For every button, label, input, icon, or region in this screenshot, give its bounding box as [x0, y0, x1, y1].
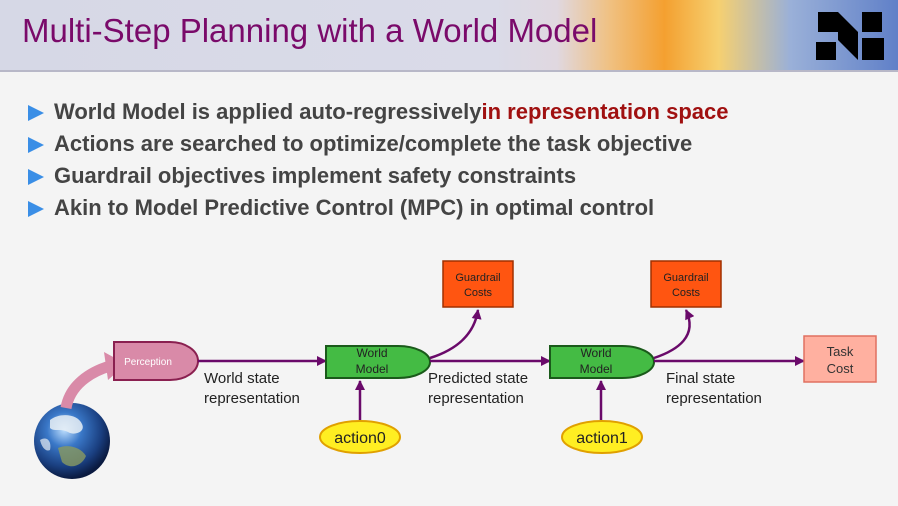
earth-to-perception-arrow: [60, 360, 112, 410]
bullet-marker-icon: [28, 169, 44, 185]
edge-world-model-2-to-guardrail-2: [653, 309, 695, 360]
bullet-marker-icon: [28, 105, 44, 121]
svg-text:Final state: Final state: [666, 370, 735, 387]
guardrail-1-label-line2: Costs: [464, 287, 493, 299]
edge-label-predicted-state: Predicted state representation: [428, 370, 528, 407]
bullet-text: Guardrail objectives implement safety co…: [54, 163, 577, 188]
edge-label-world-state: World state representation: [204, 370, 300, 407]
action1-node: action1: [561, 420, 643, 454]
bullet-highlight: in representation space: [481, 99, 729, 124]
guardrail-1-label-line1: Guardrail: [455, 272, 500, 284]
slide-header: Multi-Step Planning with a World Model: [0, 0, 898, 72]
task-cost-label-line2: Cost: [827, 361, 854, 376]
bullet-text: Actions are searched to optimize/complet…: [54, 131, 693, 156]
svg-text:representation: representation: [666, 390, 762, 407]
action0-node: action0: [319, 420, 401, 454]
guardrail-2-label-line1: Guardrail: [663, 272, 708, 284]
perception-label: Perception: [124, 357, 172, 368]
world-model-2-label-line1: World: [580, 346, 611, 360]
edge-world-model-1-to-guardrail-1: [429, 309, 482, 360]
bullet-item: World Model is applied auto-regressively…: [28, 96, 728, 128]
bullet-marker-icon: [28, 201, 44, 217]
slide-title: Multi-Step Planning with a World Model: [22, 12, 598, 49]
world-model-2-label-line2: Model: [580, 362, 613, 376]
svg-text:Predicted state: Predicted state: [428, 370, 528, 387]
earth-image: [34, 403, 110, 479]
bullet-item: Guardrail objectives implement safety co…: [28, 160, 728, 192]
action1-label: action1: [576, 430, 628, 447]
edge-label-final-state: Final state representation: [666, 370, 762, 407]
planning-diagram: Perception World Model Guardrail Costs W…: [34, 260, 877, 479]
guardrail-costs-node-2: Guardrail Costs: [650, 260, 722, 308]
guardrail-costs-node-1: Guardrail Costs: [442, 260, 514, 308]
bullet-list: World Model is applied auto-regressively…: [28, 96, 728, 224]
action0-label: action0: [334, 430, 386, 447]
world-model-1-label-line2: Model: [356, 362, 389, 376]
guardrail-2-label-line2: Costs: [672, 287, 701, 299]
world-model-node-1: World Model: [325, 345, 431, 379]
task-cost-label-line1: Task: [827, 344, 854, 359]
bullet-text: Akin to Model Predictive Control (MPC) i…: [54, 195, 655, 220]
bullet-item: Actions are searched to optimize/complet…: [28, 128, 728, 160]
bullet-text: World Model is applied auto-regressively: [54, 99, 482, 124]
bullet-item: Akin to Model Predictive Control (MPC) i…: [28, 192, 728, 224]
bullet-marker-icon: [28, 137, 44, 153]
svg-text:World state: World state: [204, 370, 280, 387]
logo-icon: [816, 12, 884, 60]
world-model-node-2: World Model: [549, 345, 655, 379]
world-model-1-label-line1: World: [356, 346, 387, 360]
perception-node: Perception: [113, 341, 199, 381]
svg-text:representation: representation: [204, 390, 300, 407]
task-cost-node: Task Cost: [803, 335, 877, 383]
svg-text:representation: representation: [428, 390, 524, 407]
